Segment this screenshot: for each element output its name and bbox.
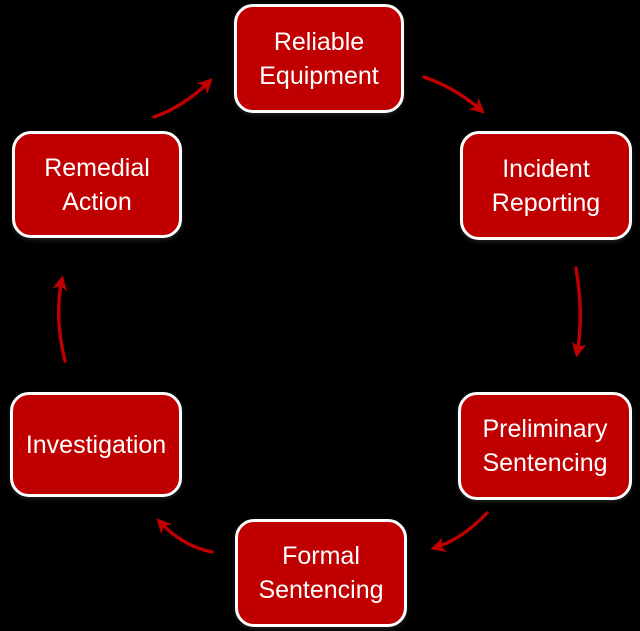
node-incident-reporting: Incident Reporting [460, 131, 632, 240]
node-label: Reliable Equipment [259, 27, 379, 90]
node-formal-sentencing: Formal Sentencing [235, 519, 407, 627]
node-label: Incident Reporting [491, 154, 601, 217]
arrow-remedial-to-reliable [152, 78, 213, 119]
node-label: Investigation [25, 430, 167, 459]
arrow-preliminary-to-formal [430, 511, 489, 552]
arrow-incident-to-preliminary [571, 266, 587, 358]
arrow-reliable-to-incident [422, 75, 485, 114]
node-label: Formal Sentencing [258, 542, 384, 604]
arrow-investigation-to-remedial [52, 275, 68, 363]
node-reliable-equipment: Reliable Equipment [234, 4, 404, 113]
arrow-formal-to-investigation [156, 518, 214, 554]
node-preliminary-sentencing: Preliminary Sentencing [458, 392, 632, 500]
node-label: Remedial Action [44, 153, 150, 216]
node-investigation: Investigation [10, 392, 182, 497]
node-remedial-action: Remedial Action [12, 131, 182, 238]
node-label: Preliminary Sentencing [482, 415, 608, 477]
